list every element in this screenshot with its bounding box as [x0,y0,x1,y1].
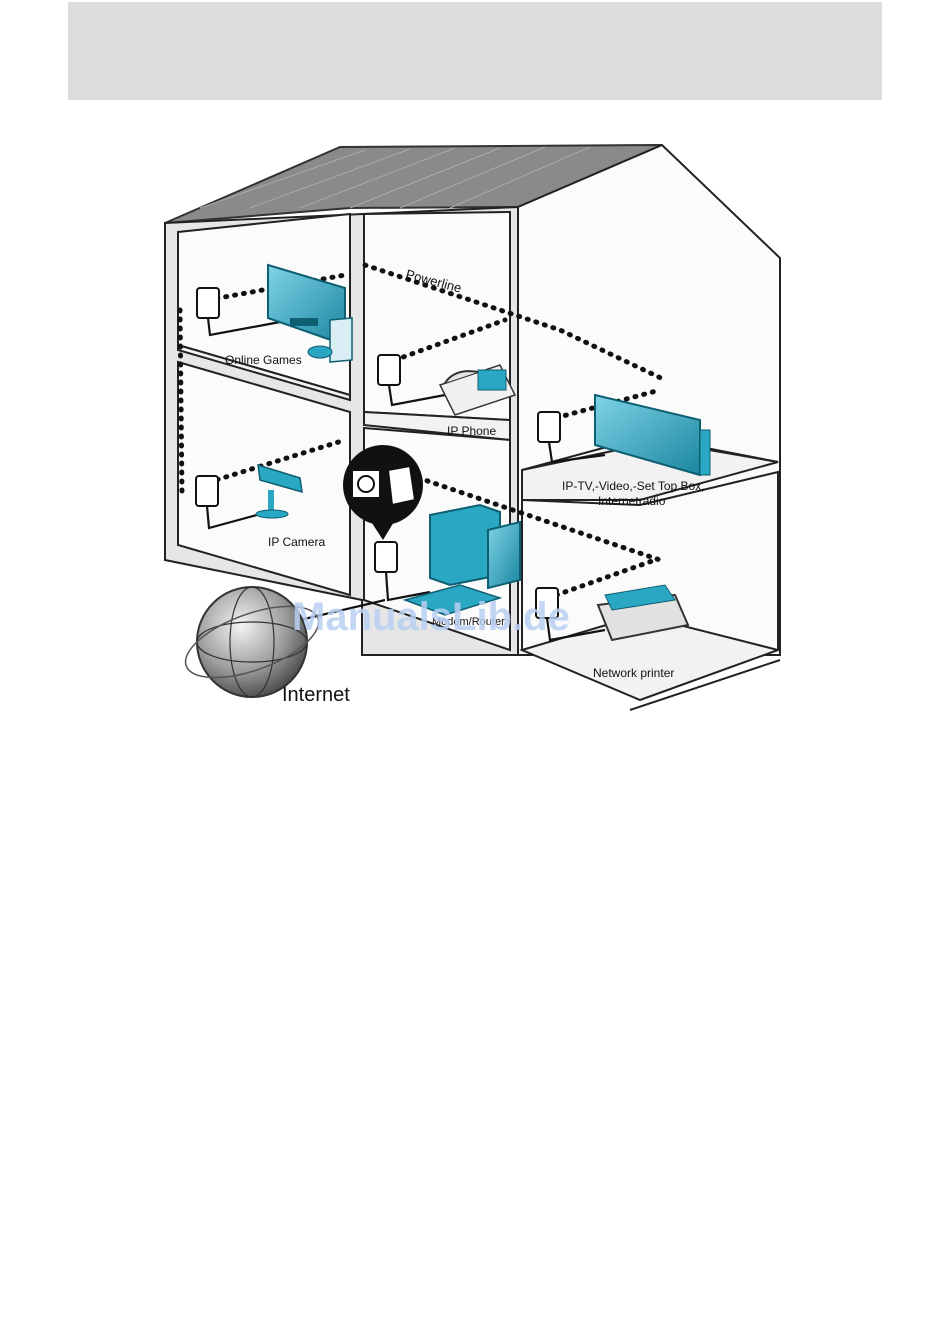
label-network-printer: Network printer [593,666,674,680]
adapter-ip-camera [196,476,218,506]
label-ip-tv-line2: Internetradio [598,494,666,508]
gamepad-icon [308,346,332,358]
label-online-games: Online Games [225,353,302,367]
adapter-modem-router [375,542,397,572]
label-ip-camera: IP Camera [268,535,325,549]
adapter-online-games [197,288,219,318]
label-ip-tv-line1: IP-TV,-Video,-Set Top Box, [562,479,705,493]
watermark: ManualsLib.de [292,595,570,639]
label-ip-phone: IP Phone [447,424,496,438]
adapter-ip-tv [538,412,560,442]
adapter-ip-phone [378,355,400,385]
label-internet: Internet [282,684,350,706]
